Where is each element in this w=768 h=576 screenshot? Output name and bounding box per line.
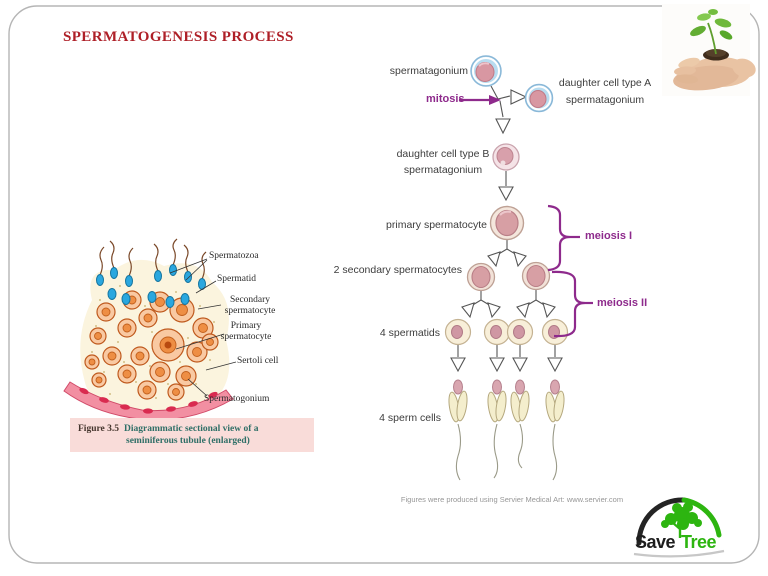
label-meiosis-1: meiosis I <box>585 230 633 242</box>
label-4-spermatids: 4 spermatids <box>379 327 440 339</box>
figure-caption-line2: seminiferous tubule (enlarged) <box>126 436 250 446</box>
figure-label-primary-spermatocyte: Primary spermatocyte <box>220 321 272 342</box>
label-mitosis: mitosis <box>426 93 465 105</box>
primary-spermatocyte-cell <box>489 205 525 241</box>
figure-caption: Figure 3.5 Diagrammatic sectional view of… <box>70 418 314 452</box>
servier-credit: Figures were produced using Servier Medi… <box>400 495 624 504</box>
figure-label-spermatogonium: Spermatogonium <box>204 394 270 404</box>
logo-text-tree: Tree <box>681 532 717 552</box>
seminiferous-tubule-illustration <box>63 238 237 421</box>
slide-title: SPERMATOGENESIS PROCESS <box>63 29 294 45</box>
slide-border <box>8 5 760 564</box>
label-primary-spermatocyte: primary spermatocyte <box>386 219 487 231</box>
secondary-spermatocyte-cells <box>466 261 551 292</box>
figure-label-spermatid: Spermatid <box>217 274 257 284</box>
label-daughter-b-line2: spermatagonium <box>403 164 483 176</box>
spermatid-cells-row <box>444 318 569 346</box>
plant-in-hands-photo <box>662 4 756 96</box>
figure-caption-line1: Diagrammatic sectional view of a <box>124 424 259 434</box>
figure-label-sertoli-cell: Sertoli cell <box>237 356 279 366</box>
label-4-sperm-cells: 4 sperm cells <box>379 412 441 424</box>
spermatogenesis-flowchart <box>444 55 593 481</box>
save-tree-logo <box>633 497 725 558</box>
logo-text-save: Save <box>635 532 676 552</box>
label-daughter-b-line1: daughter cell type B <box>396 148 490 160</box>
label-secondary-spermatocytes: 2 secondary spermatocytes <box>333 264 462 276</box>
label-spermatagonium: spermatagonium <box>389 65 468 77</box>
daughter-cell-a <box>524 83 554 113</box>
figure-leader-lines <box>169 258 237 397</box>
label-daughter-a-line1: daughter cell type A <box>558 77 652 89</box>
sperm-cells-row <box>448 379 565 481</box>
mitosis-arrow <box>459 95 501 105</box>
figure-number: Figure 3.5 <box>78 424 119 434</box>
spermatogonium-cells <box>79 387 218 414</box>
label-meiosis-2: meiosis II <box>597 297 648 309</box>
figure-label-spermatozoa: Spermatozoa <box>209 251 259 261</box>
daughter-cell-b <box>492 143 520 171</box>
spermatagonium-cell <box>470 55 502 87</box>
label-daughter-a-line2: spermatagonium <box>565 94 645 106</box>
meiosis-braces <box>547 204 593 338</box>
figure-label-secondary-spermatocyte: Secondary spermatocyte <box>224 295 276 316</box>
label-daughter-cell-a: daughter cell type A spermatagonium <box>544 75 666 109</box>
label-daughter-cell-b: daughter cell type B spermatagonium <box>383 146 503 178</box>
spermatocyte-cells <box>84 290 219 401</box>
spermatid-cells <box>107 288 190 308</box>
